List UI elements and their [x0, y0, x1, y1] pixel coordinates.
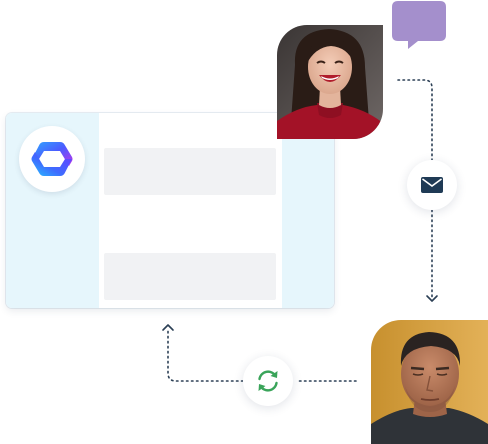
sync-badge — [243, 356, 293, 406]
mail-badge — [407, 160, 457, 210]
logo-badge — [19, 126, 85, 192]
smiling-woman-photo — [277, 25, 383, 139]
app-side-panel — [282, 113, 334, 308]
arrow-up-icon — [162, 324, 174, 331]
sync-arrows-icon — [258, 370, 278, 392]
chat-bubble-icon — [392, 1, 446, 49]
envelope-icon — [421, 177, 443, 193]
app-window-mockup — [6, 113, 334, 308]
man-photo — [371, 320, 488, 444]
content-placeholder-bottom — [104, 253, 276, 300]
arrow-down-icon — [426, 295, 438, 302]
copilot-logo-icon — [31, 142, 73, 176]
content-placeholder-top — [104, 148, 276, 195]
